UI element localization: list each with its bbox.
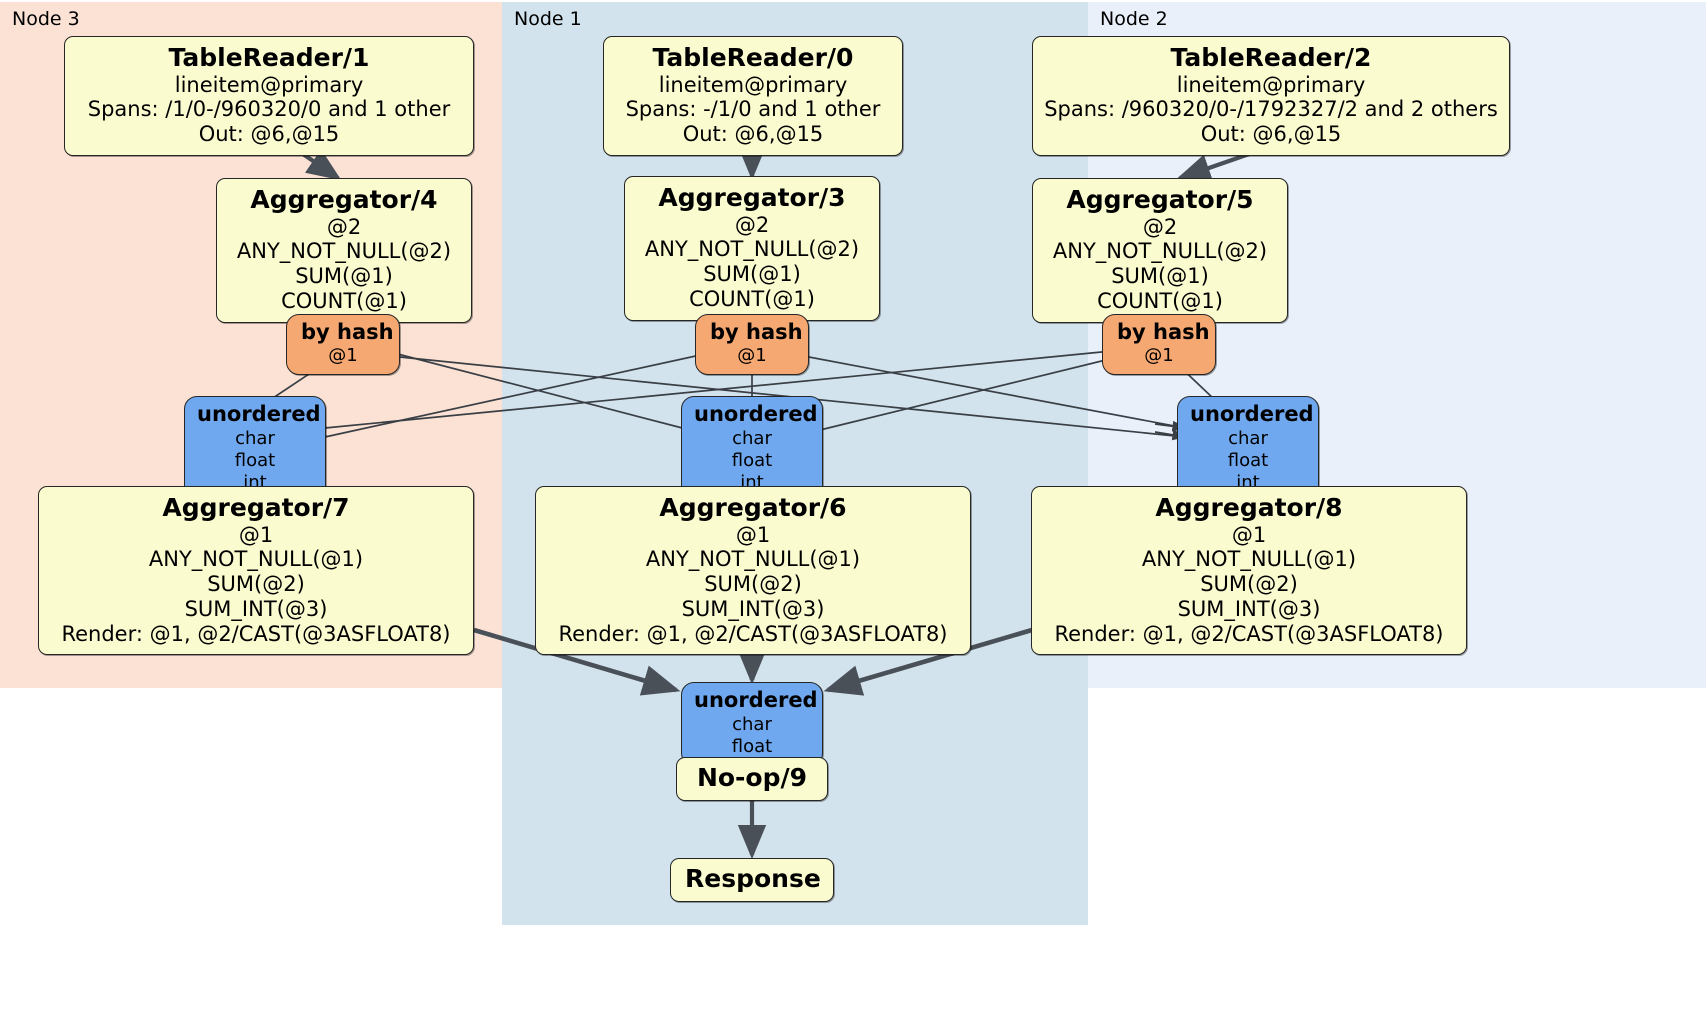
processor-detail-table: lineitem@primary (658, 72, 848, 97)
synchronizer-unordered-right[interactable]: unordered char float int (1177, 396, 1319, 502)
router-title: by hash (710, 320, 803, 344)
processor-title: Aggregator/6 (659, 493, 847, 522)
processor-title: Aggregator/3 (658, 183, 846, 212)
processor-detail-agg-0: ANY_NOT_NULL(@2) (1052, 239, 1268, 264)
processor-detail-render: Render: @1, @2/CAST(@3ASFLOAT8) (558, 621, 948, 646)
processor-aggregator-8[interactable]: Aggregator/8 @1 ANY_NOT_NULL(@1) SUM(@2)… (1031, 486, 1467, 656)
processor-aggregator-5[interactable]: Aggregator/5 @2 ANY_NOT_NULL(@2) SUM(@1)… (1032, 178, 1288, 323)
processor-title: No-op/9 (696, 763, 808, 792)
processor-detail-agg-2: COUNT(@1) (689, 286, 815, 311)
processor-title: Aggregator/5 (1066, 185, 1254, 214)
processor-detail-agg-0: ANY_NOT_NULL(@1) (1141, 547, 1357, 572)
processor-detail-agg-0: ANY_NOT_NULL(@2) (236, 239, 452, 264)
router-title: by hash (1117, 320, 1210, 344)
router-by-hash-right[interactable]: by hash @1 (1102, 314, 1216, 375)
synchronizer-title: unordered (197, 402, 321, 426)
processor-detail-agg-0: ANY_NOT_NULL(@1) (148, 547, 364, 572)
processor-detail-groupby: @2 (326, 214, 362, 239)
processor-title: Aggregator/4 (250, 185, 438, 214)
processor-aggregator-4[interactable]: Aggregator/4 @2 ANY_NOT_NULL(@2) SUM(@1)… (216, 178, 472, 323)
processor-detail-agg-2: SUM_INT(@3) (1177, 596, 1321, 621)
synchronizer-type-0: char (732, 713, 772, 735)
processor-detail-groupby: @1 (1231, 522, 1267, 547)
processor-detail-agg-1: SUM(@2) (1200, 572, 1298, 597)
processor-detail-render: Render: @1, @2/CAST(@3ASFLOAT8) (61, 621, 451, 646)
processor-aggregator-3[interactable]: Aggregator/3 @2 ANY_NOT_NULL(@2) SUM(@1)… (624, 176, 880, 321)
processor-detail-groupby: @1 (238, 522, 274, 547)
processor-detail-render: Render: @1, @2/CAST(@3ASFLOAT8) (1054, 621, 1444, 646)
router-title: by hash (301, 320, 394, 344)
processor-detail-groupby: @2 (1142, 214, 1178, 239)
processor-detail-groupby: @2 (734, 212, 770, 237)
processor-title: TableReader/0 (652, 43, 854, 72)
router-by-hash-left[interactable]: by hash @1 (286, 314, 400, 375)
processor-detail-spans: Spans: /960320/0-/1792327/2 and 2 others (1044, 97, 1498, 122)
processor-detail-groupby: @1 (735, 522, 771, 547)
processor-tablereader-1[interactable]: TableReader/1 lineitem@primary Spans: /1… (64, 36, 474, 156)
processor-noop-9[interactable]: No-op/9 (676, 757, 828, 801)
synchronizer-unordered-center[interactable]: unordered char float int (681, 396, 823, 502)
processor-tablereader-2[interactable]: TableReader/2 lineitem@primary Spans: /9… (1032, 36, 1510, 156)
synchronizer-type-1: float (731, 735, 773, 757)
processor-detail-agg-0: ANY_NOT_NULL(@1) (645, 547, 861, 572)
processor-detail-agg-2: SUM_INT(@3) (184, 596, 328, 621)
processor-title: TableReader/2 (1170, 43, 1372, 72)
router-detail-column: @1 (1144, 345, 1174, 367)
processor-title: TableReader/1 (168, 43, 370, 72)
synchronizer-unordered-final[interactable]: unordered char float (681, 682, 823, 766)
processor-detail-agg-0: ANY_NOT_NULL(@2) (644, 237, 860, 262)
synchronizer-type-0: char (235, 427, 275, 449)
synchronizer-type-1: float (731, 449, 773, 471)
processor-detail-agg-1: SUM(@2) (704, 572, 802, 597)
synchronizer-type-0: char (1228, 427, 1268, 449)
synchronizer-type-1: float (234, 449, 276, 471)
processor-detail-table: lineitem@primary (1176, 72, 1366, 97)
processor-detail-agg-2: COUNT(@1) (1097, 288, 1223, 313)
processor-title: Aggregator/8 (1155, 493, 1343, 522)
synchronizer-type-1: float (1227, 449, 1269, 471)
processor-detail-agg-2: SUM_INT(@3) (681, 596, 825, 621)
processor-detail-out: Out: @6,@15 (198, 122, 340, 147)
router-detail-column: @1 (328, 345, 358, 367)
processor-detail-agg-1: SUM(@1) (1111, 264, 1209, 289)
processor-detail-spans: Spans: -/1/0 and 1 other (625, 97, 881, 122)
processor-detail-out: Out: @6,@15 (1200, 122, 1342, 147)
node-panel-label-node1: Node 1 (514, 8, 582, 30)
node-panel-label-node2: Node 2 (1100, 8, 1168, 30)
processor-detail-agg-1: SUM(@1) (703, 262, 801, 287)
processor-response[interactable]: Response (670, 858, 834, 902)
synchronizer-title: unordered (694, 402, 818, 426)
node-panel-label-node3: Node 3 (12, 8, 80, 30)
synchronizer-title: unordered (694, 688, 818, 712)
processor-aggregator-6[interactable]: Aggregator/6 @1 ANY_NOT_NULL(@1) SUM(@2)… (535, 486, 971, 656)
router-detail-column: @1 (737, 345, 767, 367)
processor-title: Response (685, 864, 821, 893)
router-by-hash-center[interactable]: by hash @1 (695, 314, 809, 375)
processor-detail-agg-1: SUM(@1) (295, 264, 393, 289)
processor-detail-spans: Spans: /1/0-/960320/0 and 1 other (87, 97, 451, 122)
processor-aggregator-7[interactable]: Aggregator/7 @1 ANY_NOT_NULL(@1) SUM(@2)… (38, 486, 474, 656)
processor-tablereader-0[interactable]: TableReader/0 lineitem@primary Spans: -/… (603, 36, 903, 156)
synchronizer-type-0: char (732, 427, 772, 449)
processor-title: Aggregator/7 (162, 493, 350, 522)
processor-detail-out: Out: @6,@15 (682, 122, 824, 147)
processor-detail-agg-1: SUM(@2) (207, 572, 305, 597)
processor-detail-table: lineitem@primary (174, 72, 364, 97)
processor-detail-agg-2: COUNT(@1) (281, 288, 407, 313)
synchronizer-title: unordered (1190, 402, 1314, 426)
